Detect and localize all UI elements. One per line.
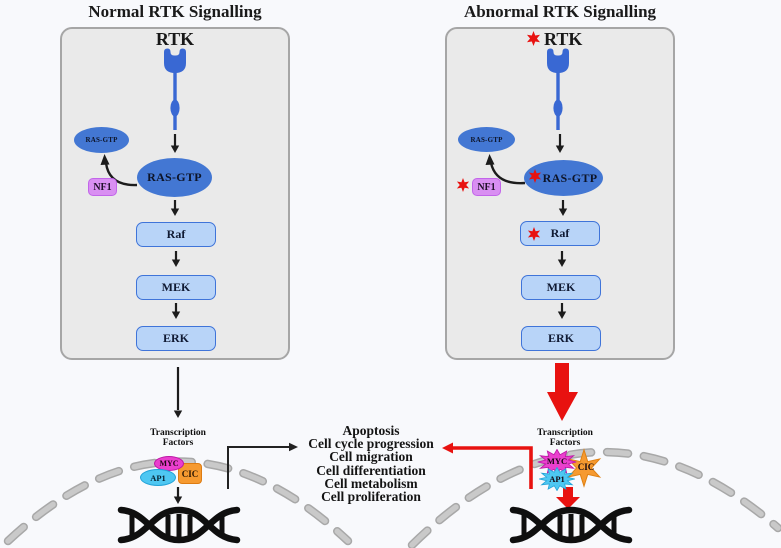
outcome-item: Cell migration bbox=[329, 449, 413, 465]
dna-right bbox=[513, 510, 629, 540]
ras-main-ellipse-left: RAS-GTP bbox=[137, 158, 212, 197]
ap1-ellipse-left: AP1 bbox=[140, 469, 176, 486]
ap1-label-right: AP1 bbox=[549, 474, 565, 484]
mutation-star-icon-ras bbox=[528, 169, 542, 183]
tf-label-left: Transcription Factors bbox=[150, 428, 206, 448]
rtk-label-left: RTK bbox=[155, 29, 195, 49]
nf1-box-right: NF1 bbox=[472, 178, 501, 196]
cic-label-right: CIC bbox=[577, 462, 595, 472]
outcome-item: Cell cycle progression bbox=[308, 436, 434, 452]
mek-box-left: MEK bbox=[136, 275, 216, 300]
erk-box-left: ERK bbox=[136, 326, 216, 351]
cell-outcomes-list: Apoptosis Cell cycle progression Cell mi… bbox=[266, 423, 476, 505]
mek-box-right: MEK bbox=[521, 275, 601, 300]
normal-panel-title: Normal RTK Signalling bbox=[88, 2, 262, 21]
outcome-item: Apoptosis bbox=[342, 423, 400, 438]
erk-box-right: ERK bbox=[521, 326, 601, 351]
dna-left bbox=[121, 510, 237, 540]
tf-label-right: Transcription Factors bbox=[537, 428, 593, 448]
outcome-item: Cell differentiation bbox=[316, 462, 426, 478]
mutation-star-icon-rtk bbox=[526, 31, 541, 46]
mutation-star-icon-nf1 bbox=[456, 178, 470, 192]
nf1-box-left: NF1 bbox=[88, 178, 117, 196]
abnormal-signal-arrow bbox=[547, 363, 578, 421]
raf-box-right: Raf bbox=[520, 221, 600, 246]
mutation-star-icon-raf bbox=[527, 227, 541, 241]
ras-small-ellipse-right: RAS-GTP bbox=[458, 127, 515, 152]
rtk-label-right: RTK bbox=[544, 29, 583, 49]
myc-label-right: MYC bbox=[546, 456, 568, 466]
raf-box-left: Raf bbox=[136, 222, 216, 247]
outcome-item: Cell proliferation bbox=[321, 489, 421, 505]
ras-small-ellipse-left: RAS-GTP bbox=[74, 127, 129, 153]
abnormal-panel-title: Abnormal RTK Signalling bbox=[463, 2, 657, 21]
